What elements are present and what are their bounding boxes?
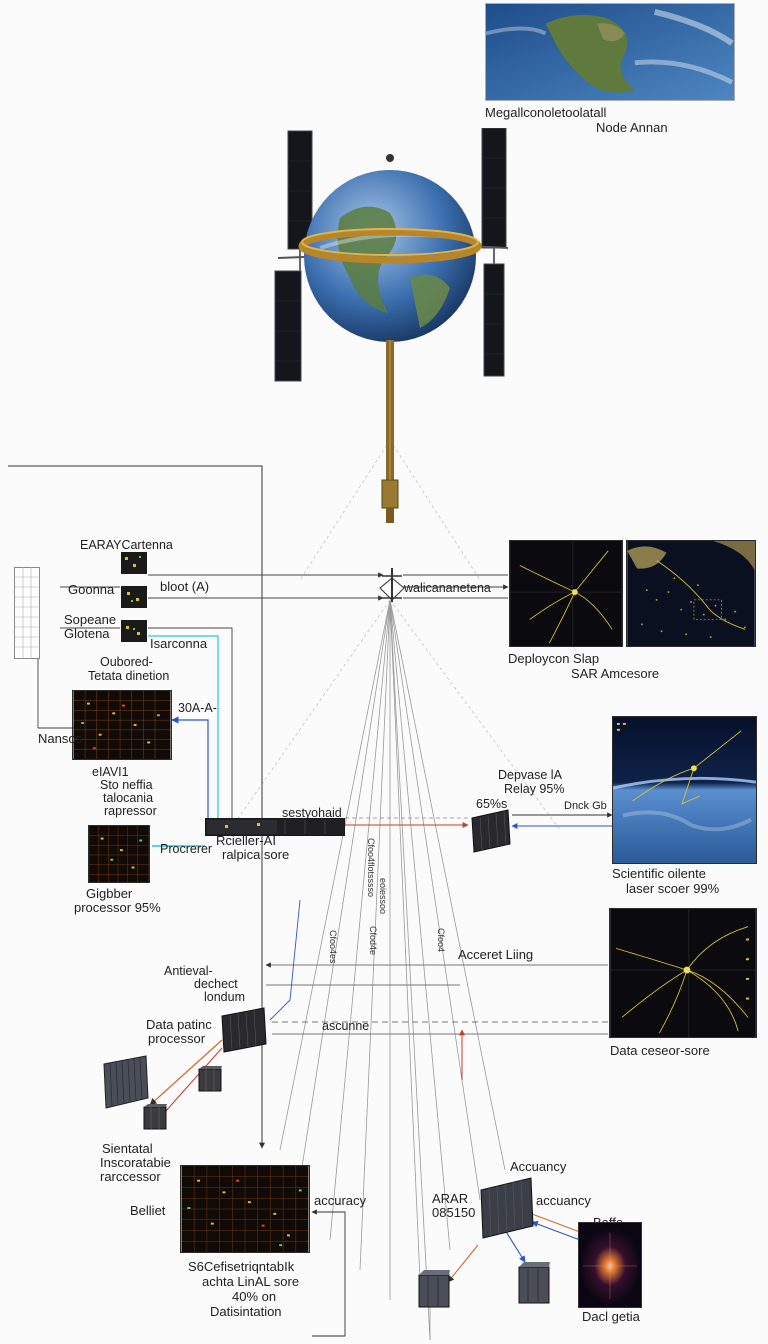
relay-module-icon <box>470 808 512 854</box>
scientific-earth-panel <box>612 716 757 864</box>
box-module-icon <box>143 1104 167 1130</box>
antenna-array-icon <box>14 567 40 659</box>
sar-map-panel <box>626 540 756 647</box>
goonna-label: Goonna <box>68 582 115 597</box>
rcieller-label-2: ralpica sore <box>222 847 290 862</box>
box-module-icon <box>198 1066 222 1092</box>
arar-label-2: 085150 <box>432 1205 476 1220</box>
data-processor-module-icon <box>220 1006 268 1054</box>
accuracy-top-label: Accuancy <box>510 1159 567 1174</box>
gigbber-label-1: Gigbber <box>86 886 133 901</box>
dnck-label: Dnck Gb <box>564 800 607 812</box>
solar-panel-icon <box>274 128 509 382</box>
telemetry-processor-panel <box>72 690 172 760</box>
star-image-panel <box>578 1222 642 1308</box>
accuracy-processor-panel <box>180 1165 310 1253</box>
depvase-label-2: Relay 95% <box>504 782 565 796</box>
stoneffia-label-4: rapressor <box>104 804 157 818</box>
stoneffia-label-1: eIAVI1 <box>92 765 129 779</box>
accuracy-module-icon <box>479 1176 535 1240</box>
sestyohaid-label: sestyohaid <box>282 806 342 820</box>
deployment-plot-panel <box>509 540 623 647</box>
deployed-label-2: SAR Amcesore <box>571 666 660 681</box>
stoneffia-label-3: talocania <box>103 791 154 805</box>
scientific-label-2: laser scoer 99% <box>626 881 720 896</box>
deployed-label-1: Deploycon Slap <box>508 651 600 666</box>
earth-view-panel <box>485 3 735 101</box>
data-sensor-panel <box>609 908 757 1038</box>
box-module-icon <box>518 1262 550 1304</box>
antenna-title: EARAYCartenna <box>80 538 173 552</box>
scientific-label-1: Scientific oilente <box>612 866 706 881</box>
rcieller-label-1: Rcieller-AI <box>216 833 276 848</box>
accuracy-label-2: accuancy <box>536 1193 591 1208</box>
gigbber-label-2: processor 95% <box>74 900 161 915</box>
sientatal-label-1: Sientatal <box>102 1141 153 1156</box>
stoneffia-label-2: Sto neffia <box>100 778 153 792</box>
sceg-label-2: achta LinAL sore <box>202 1274 300 1289</box>
bloot-label: bloot (A) <box>160 579 210 594</box>
dacl-label: Dacl getia <box>582 1309 640 1324</box>
data-sensor-label: Data ceseor-sore <box>610 1043 710 1058</box>
vertical-label-5: Cfoo4 <box>436 928 446 953</box>
antieval-label-2: dechect <box>194 977 238 991</box>
data-proc-label-2: processor <box>148 1031 206 1046</box>
acceret-label: Acceret Liing <box>458 947 534 962</box>
vertical-label-4: Cfod4e <box>368 926 378 956</box>
procrerer-label: Procrerer <box>160 842 213 856</box>
sceg-label-3: 40% on <box>232 1289 277 1304</box>
top-caption-1: Megallconoletoolatall <box>485 105 607 120</box>
data-proc-label-1: Data patinc <box>146 1017 212 1032</box>
vertical-label-1: Cfoo4flotsssso <box>366 838 376 898</box>
top-caption-2: Node Annan <box>596 120 668 135</box>
antenna-mast-icon <box>381 340 399 523</box>
pct-65-label: 65%s <box>476 797 508 811</box>
sientatal-label-2: Inscoratabie <box>100 1155 171 1170</box>
nansos-label: Nansos <box>38 731 83 746</box>
satellite-globe-icon <box>270 128 510 523</box>
sopeane-label: Sopeane <box>64 612 117 627</box>
antenna-hub-icon <box>378 568 406 604</box>
isarconna-label: Isarconna <box>150 636 208 651</box>
box-module-icon <box>418 1270 450 1308</box>
depvase-label-1: Depvase lA <box>498 768 562 782</box>
sceg-label-4: Datisintation <box>210 1304 282 1319</box>
arar-label-1: ARAR <box>432 1191 469 1206</box>
central-processor-icon <box>205 818 345 836</box>
vertical-label-2: eoiessoo <box>378 878 388 915</box>
sceg-label-1: S6CefisetriqntabIk <box>188 1259 295 1274</box>
accuracy-label-1: accuracy <box>314 1193 367 1208</box>
gigbber-processor-panel <box>88 825 150 883</box>
antieval-label-1: Antieval- <box>164 964 213 978</box>
walicanane-label: walicananetena <box>404 581 491 595</box>
belliet-label: Belliet <box>130 1203 166 1218</box>
onboard-label-2: Tetata dinetion <box>88 669 170 683</box>
ascunne-label: ascunne <box>322 1019 370 1033</box>
label-30a: 30A-A- <box>178 701 217 715</box>
vertical-label-3: Cfoo4es <box>328 930 338 964</box>
rack-module-icon <box>102 1054 150 1110</box>
glotena-label: Glotena <box>64 626 110 641</box>
sientatal-label-3: rarccessor <box>100 1169 161 1184</box>
onboard-label-1: Oubored- <box>100 655 153 669</box>
antieval-label-3: londum <box>204 990 245 1004</box>
hardware-module-icon <box>121 552 147 642</box>
